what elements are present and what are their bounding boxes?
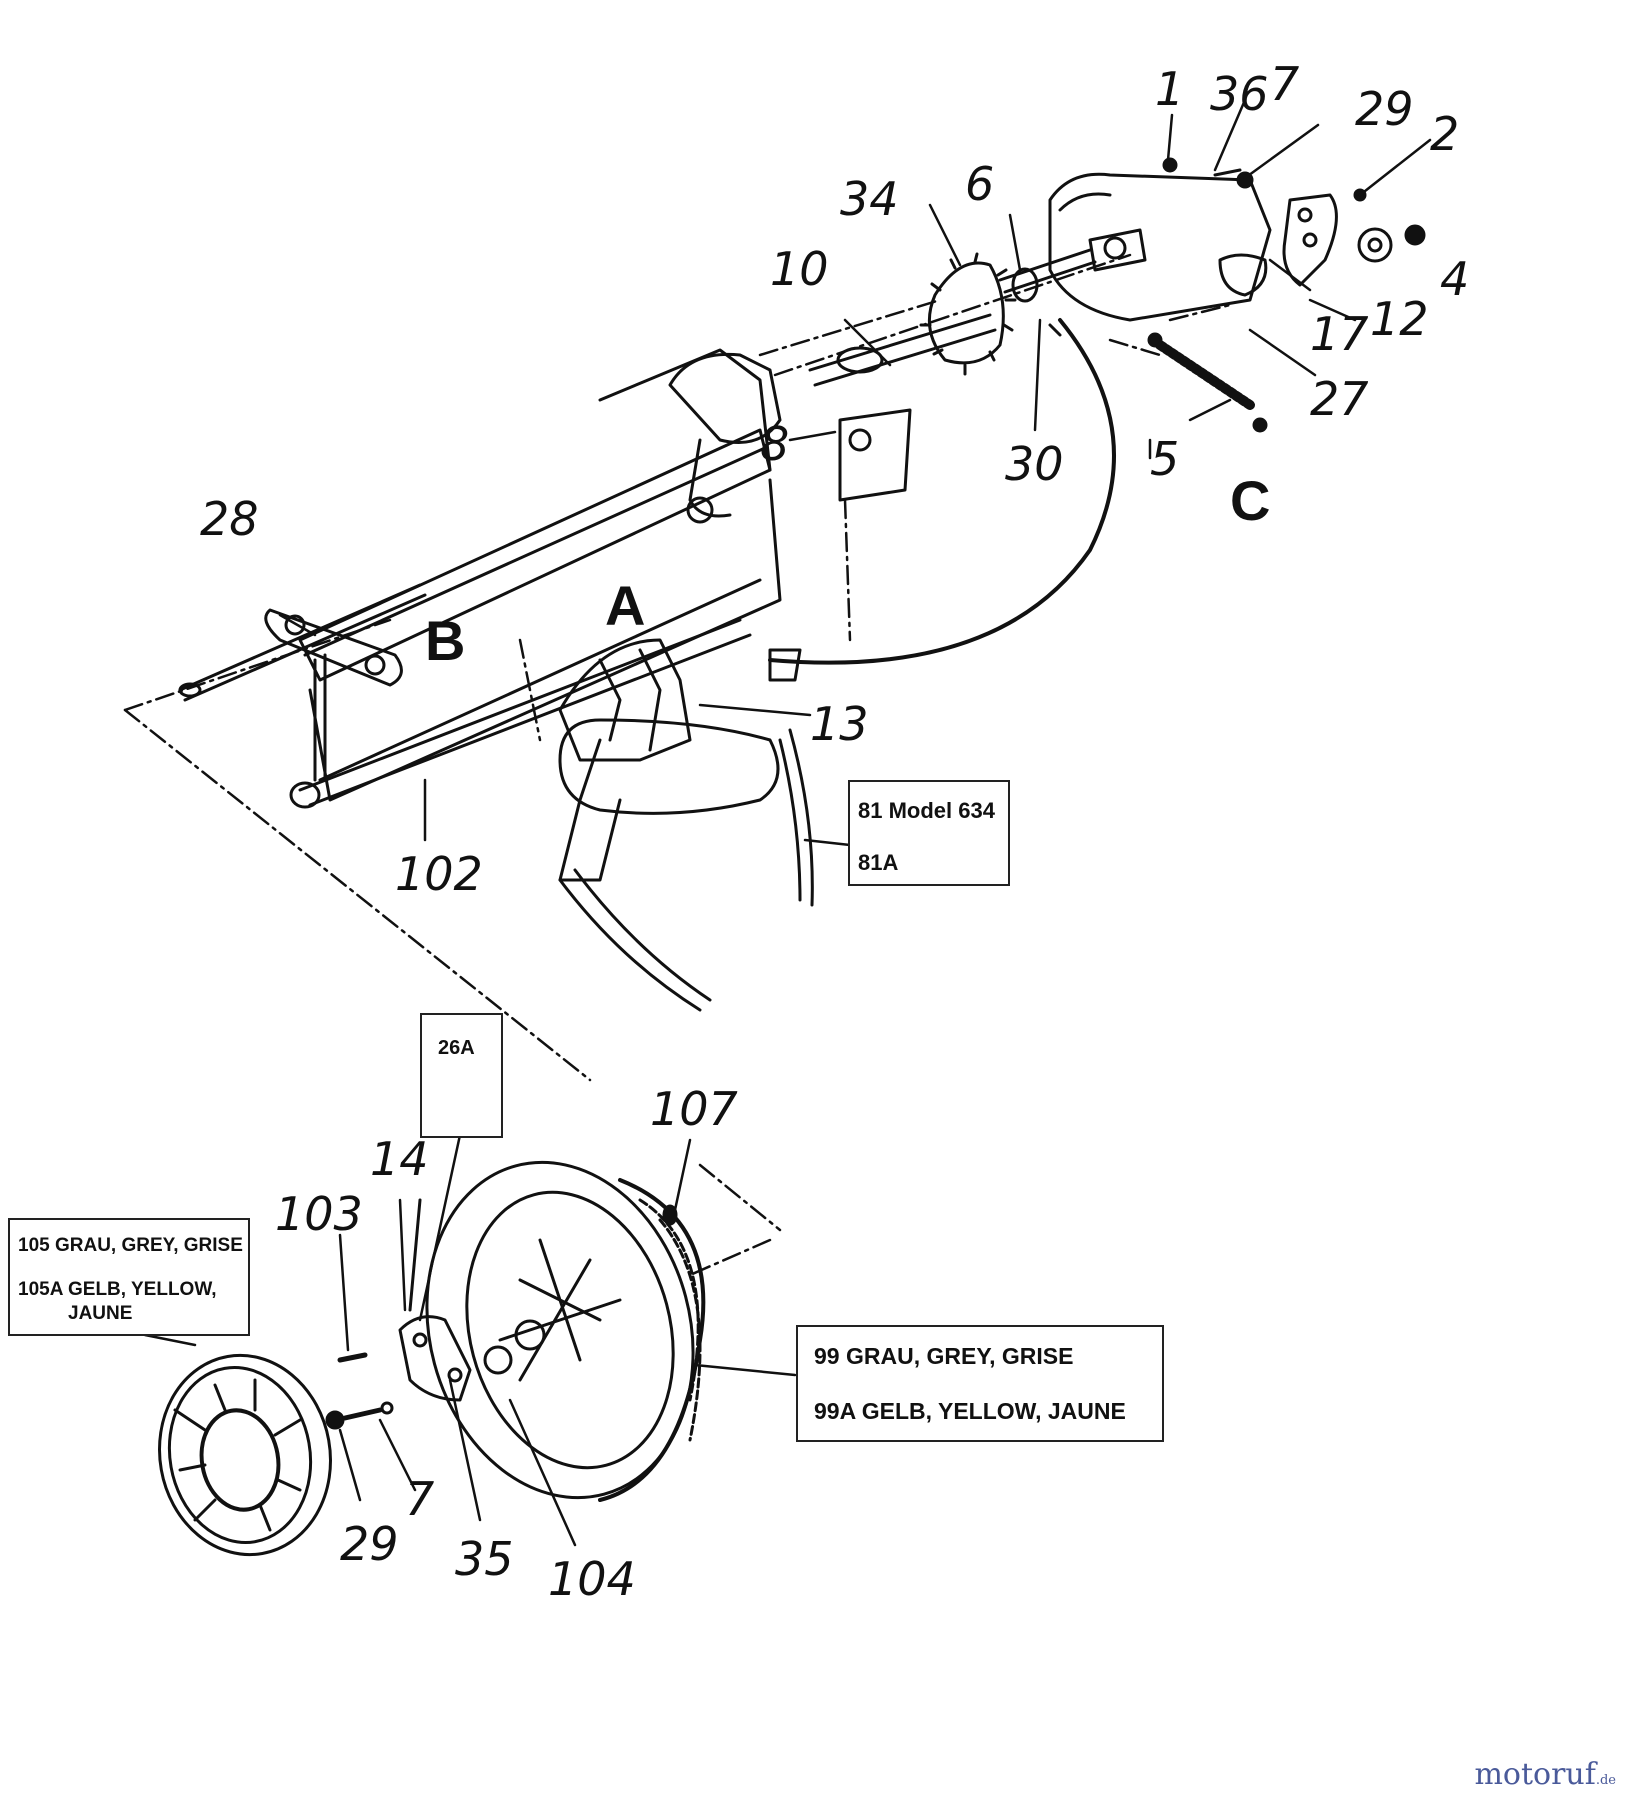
transmission-housing bbox=[998, 172, 1272, 322]
dashed-leaders bbox=[123, 253, 1232, 1277]
nut-12 bbox=[1357, 227, 1393, 263]
callout-7-bottom: 7 bbox=[405, 1472, 434, 1526]
gear-housing bbox=[668, 352, 912, 524]
connector-letter-a: A bbox=[605, 574, 645, 637]
callout-30: 30 bbox=[1005, 437, 1064, 491]
callout-34: 34 bbox=[840, 172, 899, 226]
connector-letter-c: C bbox=[1230, 469, 1270, 532]
callout-103: 103 bbox=[275, 1187, 363, 1241]
callout-27: 27 bbox=[1310, 372, 1369, 426]
label-box-105: 105 GRAU, GREY, GRISE 105A GELB, YELLOW,… bbox=[8, 1218, 250, 1336]
callout-numbers: 1 36 7 29 2 4 12 17 27 5 30 6 34 10 8 28… bbox=[200, 57, 1469, 1606]
callout-102: 102 bbox=[395, 847, 483, 901]
label-105: 105 GRAU, GREY, GRISE bbox=[18, 1235, 243, 1256]
label-box-26a: 26A bbox=[420, 1013, 503, 1138]
control-cable bbox=[768, 318, 1116, 665]
engine-bracket bbox=[558, 638, 814, 1012]
callout-1: 1 bbox=[1155, 62, 1184, 116]
callout-36: 36 bbox=[1210, 67, 1269, 121]
callout-2: 2 bbox=[1430, 107, 1459, 161]
callout-28: 28 bbox=[200, 492, 259, 546]
lever-plate bbox=[264, 608, 403, 782]
bracket bbox=[1218, 193, 1338, 297]
callout-29-bottom: 29 bbox=[340, 1517, 399, 1571]
label-81a: 81A bbox=[858, 850, 899, 875]
connector-letter-b: B bbox=[425, 609, 465, 672]
connector-letters: A B C bbox=[425, 469, 1270, 672]
callout-12: 12 bbox=[1370, 292, 1429, 346]
axle-rod bbox=[178, 583, 427, 702]
callout-10: 10 bbox=[770, 242, 829, 296]
callout-4: 4 bbox=[1440, 252, 1469, 306]
nut-4 bbox=[1404, 224, 1426, 246]
label-box-99: 99 GRAU, GREY, GRISE 99A GELB, YELLOW, J… bbox=[796, 1325, 1164, 1442]
callout-13: 13 bbox=[810, 697, 869, 751]
label-105a: 105A GELB, YELLOW, bbox=[18, 1279, 217, 1300]
wheel-adjuster bbox=[398, 1198, 472, 1402]
callout-5: 5 bbox=[1150, 432, 1179, 486]
watermark-logo: motoruf.de bbox=[1474, 1757, 1616, 1792]
lower-shaft bbox=[289, 618, 752, 809]
label-99a: 99A GELB, YELLOW, JAUNE bbox=[814, 1398, 1126, 1424]
label-26a: 26A bbox=[438, 1037, 475, 1059]
callout-104: 104 bbox=[548, 1552, 636, 1606]
callout-7-top: 7 bbox=[1270, 57, 1299, 111]
wheel-bolts bbox=[325, 1352, 394, 1430]
callout-107: 107 bbox=[650, 1082, 738, 1136]
callout-leaders bbox=[143, 98, 1432, 1547]
callout-6: 6 bbox=[965, 157, 994, 211]
label-99: 99 GRAU, GREY, GRISE bbox=[814, 1343, 1074, 1369]
hubcap bbox=[158, 1353, 332, 1557]
callout-17: 17 bbox=[1310, 307, 1369, 361]
callout-14: 14 bbox=[370, 1132, 429, 1186]
spring bbox=[1147, 332, 1268, 433]
label-105a-cont: JAUNE bbox=[68, 1303, 133, 1324]
rear-wheel bbox=[425, 1160, 706, 1502]
label-81-model: 81 Model 634 bbox=[858, 798, 995, 823]
callout-8: 8 bbox=[760, 417, 789, 471]
callout-29-top: 29 bbox=[1355, 82, 1414, 136]
drive-shaft bbox=[808, 313, 997, 387]
sprocket bbox=[919, 252, 1017, 376]
label-box-81: 81 Model 634 81A bbox=[848, 780, 1010, 886]
callout-35: 35 bbox=[455, 1532, 514, 1586]
axle-tube bbox=[298, 348, 782, 802]
